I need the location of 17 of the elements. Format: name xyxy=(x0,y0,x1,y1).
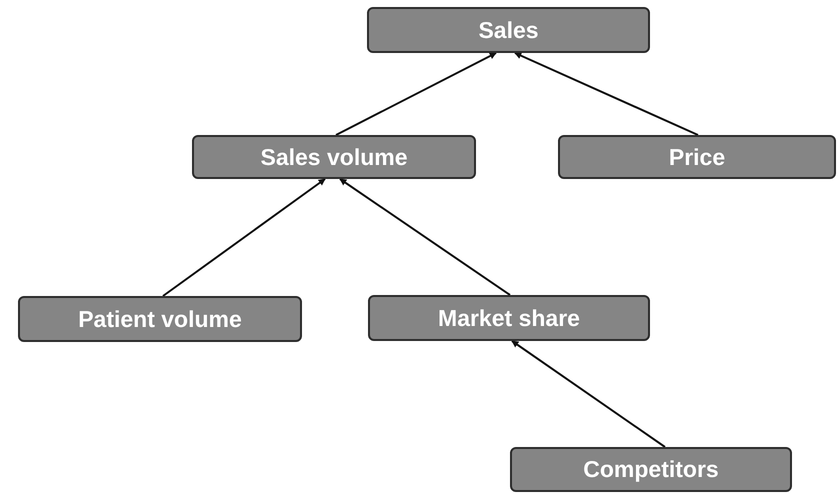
node-label: Sales volume xyxy=(260,144,408,170)
process-box xyxy=(18,296,302,342)
arrow xyxy=(511,340,666,448)
process-box xyxy=(368,295,650,341)
node-label: Competitors xyxy=(583,456,719,483)
process-box xyxy=(558,135,836,179)
arrow xyxy=(336,52,497,136)
process-box xyxy=(192,135,476,179)
process-box xyxy=(367,7,650,53)
arrow xyxy=(514,52,698,136)
node-label: Patient volume xyxy=(78,306,242,332)
node-label: Sales xyxy=(478,16,539,44)
process-box xyxy=(510,447,792,492)
arrow xyxy=(162,178,326,297)
arrow xyxy=(339,178,511,296)
node-label: Market share xyxy=(438,304,580,332)
node-label: Price xyxy=(668,144,726,170)
